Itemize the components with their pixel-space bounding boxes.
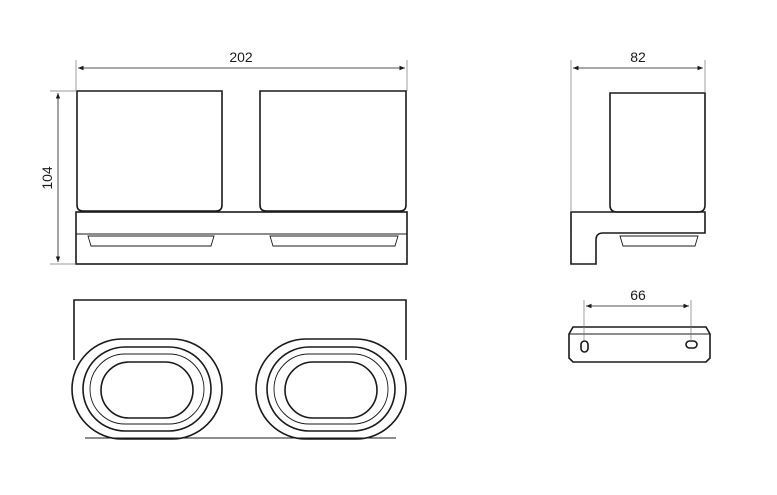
wall-plate-top bbox=[73, 299, 407, 360]
front-view: 202 104 bbox=[39, 49, 408, 265]
top-view bbox=[71, 299, 407, 440]
mounting-plate bbox=[568, 326, 711, 363]
side-bracket bbox=[570, 211, 706, 265]
spacing-dimension: 66 bbox=[583, 287, 692, 341]
right-cup-ring bbox=[255, 338, 407, 440]
width-dimension: 202 bbox=[75, 49, 408, 91]
width-dimension-label: 202 bbox=[229, 49, 253, 65]
depth-dimension-label: 82 bbox=[630, 49, 646, 65]
right-cup-slot bbox=[269, 235, 399, 247]
side-cup bbox=[609, 92, 706, 213]
right-cup bbox=[259, 90, 407, 212]
holder-base bbox=[75, 211, 408, 265]
side-cup-slot bbox=[619, 235, 699, 247]
height-dimension: 104 bbox=[39, 90, 77, 265]
mounting-plate-view: 66 bbox=[568, 287, 711, 363]
left-cup-slot bbox=[87, 235, 215, 247]
depth-dimension: 82 bbox=[570, 49, 706, 212]
left-mount-hole bbox=[580, 340, 589, 353]
left-cup-ring bbox=[71, 338, 223, 440]
height-dimension-label: 104 bbox=[39, 166, 55, 190]
side-view: 82 bbox=[570, 49, 706, 265]
left-cup bbox=[76, 90, 223, 212]
right-mount-hole bbox=[685, 340, 698, 349]
spacing-dimension-label: 66 bbox=[630, 287, 646, 303]
